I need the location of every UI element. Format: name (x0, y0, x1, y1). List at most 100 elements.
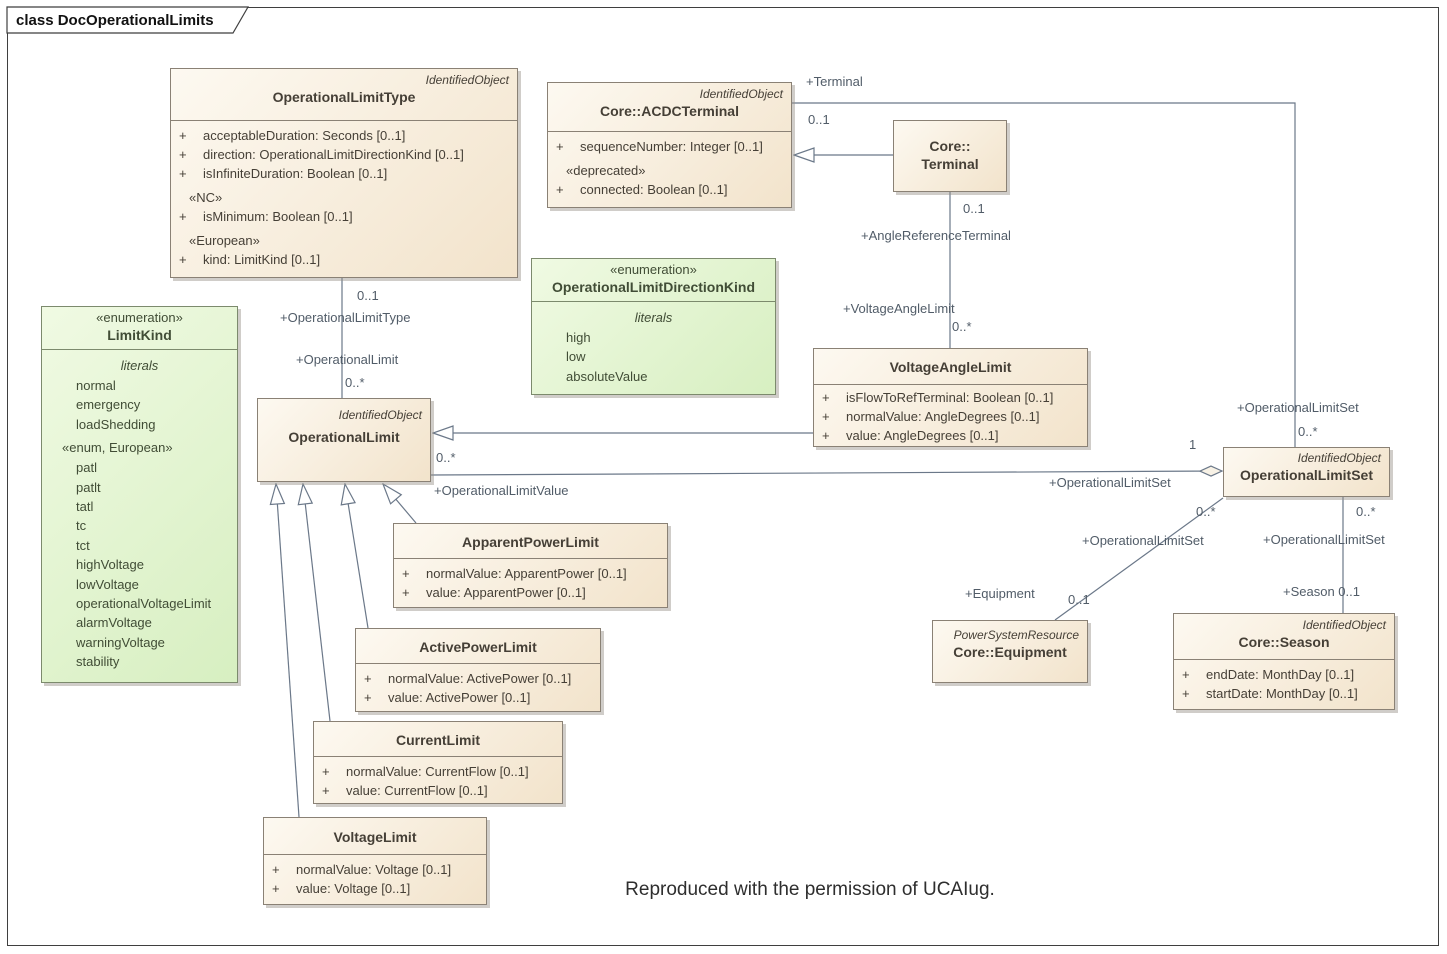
enum-literal: operationalVoltageLimit (76, 596, 212, 612)
enum-name: LimitKind (107, 327, 172, 343)
enum-literal: low (566, 349, 586, 365)
enum-stereotype: «enumeration» (96, 310, 183, 325)
class-apparentpowerlimit[interactable]: ApparentPowerLimit +normalValue: Apparen… (393, 523, 668, 608)
class-name: CurrentLimit (396, 732, 480, 748)
multiplicity-label: 0..* (952, 319, 972, 334)
multiplicity-label: 0..1 (963, 201, 985, 216)
class-acdcterminal[interactable]: IdentifiedObject Core::ACDCTerminal +seq… (547, 82, 792, 208)
enum-literal: high (566, 330, 591, 345)
class-name: OperationalLimitType (272, 89, 416, 105)
role-label-voltageanglelimit: +VoltageAngleLimit (843, 301, 955, 316)
role-label-operationallimitset: +OperationalLimitSet (1263, 532, 1385, 547)
enum-literal: normal (76, 378, 116, 393)
class-name: Core::Season (1238, 634, 1330, 650)
multiplicity-label: 0..* (1298, 424, 1318, 439)
enum-literal: stability (76, 654, 120, 670)
attribute-row: +isFlowToRefTerminal: Boolean [0..1] (822, 390, 1054, 405)
literal-compartment: literals normal emergency loadShedding «… (42, 349, 237, 672)
class-name: OperationalLimit (288, 429, 400, 445)
literals-label: literals (120, 358, 159, 373)
class-activepowerlimit[interactable]: ActivePowerLimit +normalValue: ActivePow… (355, 628, 601, 712)
class-name: Core::ACDCTerminal (600, 103, 739, 119)
class-equipment[interactable]: PowerSystemResource Core::Equipment (932, 620, 1088, 683)
multiplicity-label: 0..1 (1068, 592, 1090, 607)
attribute-row: +value: ActivePower [0..1] (364, 690, 531, 705)
role-label-anglereferenceterminal: +AngleReferenceTerminal (861, 228, 1011, 243)
enum-literal: emergency (76, 397, 141, 413)
attribute-row: +value: Voltage [0..1] (272, 881, 411, 896)
attribute-group: «European» (189, 233, 260, 248)
enum-limitkind[interactable]: «enumeration» LimitKind literals normal … (41, 306, 238, 683)
attribute-row: +sequenceNumber: Integer [0..1] (556, 139, 763, 154)
diagram-title: class DocOperationalLimits (16, 12, 214, 29)
role-label-operationallimitset: +OperationalLimitSet (1082, 533, 1204, 548)
attribute-row: +normalValue: CurrentFlow [0..1] (322, 764, 529, 779)
role-label-season: +Season 0..1 (1283, 584, 1360, 599)
class-operationallimitset[interactable]: IdentifiedObject OperationalLimitSet (1223, 447, 1390, 497)
class-currentlimit[interactable]: CurrentLimit +normalValue: CurrentFlow [… (313, 721, 563, 804)
enum-literal: loadShedding (76, 416, 156, 432)
enum-operationallimitdirectionkind[interactable]: «enumeration» OperationalLimitDirectionK… (531, 258, 776, 395)
attribute-compartment: +normalValue: CurrentFlow [0..1] +value:… (314, 756, 562, 800)
attribute-group: «deprecated» (566, 163, 646, 178)
attribute-row: +acceptableDuration: Seconds [0..1] (179, 128, 406, 143)
class-terminal[interactable]: Core:: Terminal (893, 120, 1007, 192)
enum-literal: absoluteValue (566, 368, 648, 384)
enum-literal: patl (76, 460, 97, 476)
class-name: VoltageAngleLimit (889, 359, 1012, 375)
attribute-compartment: +acceptableDuration: Seconds [0..1] +dir… (171, 120, 517, 269)
literals-label: literals (634, 310, 673, 325)
role-label-terminal: +Terminal (806, 74, 863, 89)
attribute-row: +value: ApparentPower [0..1] (402, 585, 586, 600)
enum-literal: tatl (76, 499, 94, 515)
attribute-compartment: +isFlowToRefTerminal: Boolean [0..1] +no… (814, 384, 1087, 445)
class-name: OperationalLimitSet (1239, 467, 1374, 483)
attribute-compartment: +endDate: MonthDay [0..1] +startDate: Mo… (1174, 659, 1394, 703)
multiplicity-label: 0..* (1196, 504, 1216, 519)
attribute-row: +isInfiniteDuration: Boolean [0..1] (179, 166, 388, 181)
attribute-row: +value: CurrentFlow [0..1] (322, 783, 488, 798)
attribute-row: +kind: LimitKind [0..1] (179, 252, 321, 267)
enum-literal: tct (76, 537, 90, 553)
class-stereotype: IdentifiedObject (699, 87, 783, 101)
class-name: Terminal (921, 156, 979, 172)
attribute-row: +normalValue: AngleDegrees [0..1] (822, 409, 1040, 424)
attribute-compartment: +normalValue: ApparentPower [0..1] +valu… (394, 558, 667, 602)
attribute-row: +value: AngleDegrees [0..1] (822, 428, 999, 443)
attribute-row: +startDate: MonthDay [0..1] (1182, 686, 1358, 701)
multiplicity-label: 1 (1189, 437, 1197, 452)
class-operationallimittype[interactable]: IdentifiedObject OperationalLimitType +a… (170, 68, 518, 278)
role-label-equipment: +Equipment (965, 586, 1035, 601)
class-name: ApparentPowerLimit (462, 534, 599, 550)
enum-group: «enum, European» (62, 440, 173, 456)
attribute-row: +direction: OperationalLimitDirectionKin… (179, 147, 464, 162)
enum-literal: highVoltage (76, 557, 144, 573)
attribute-compartment: +normalValue: Voltage [0..1] +value: Vol… (264, 854, 486, 898)
multiplicity-label: 0..* (345, 375, 365, 390)
class-season[interactable]: IdentifiedObject Core::Season +endDate: … (1173, 613, 1395, 710)
class-voltagelimit[interactable]: VoltageLimit +normalValue: Voltage [0..1… (263, 817, 487, 905)
attribute-group: «NC» (189, 190, 223, 205)
class-stereotype: IdentifiedObject (338, 408, 422, 422)
class-name: Core::Equipment (953, 644, 1067, 660)
attribute-row: +normalValue: ActivePower [0..1] (364, 671, 572, 686)
enum-literal: warningVoltage (76, 634, 165, 650)
enum-literal: patlt (76, 479, 101, 495)
class-name: VoltageLimit (333, 829, 417, 845)
role-label-operationallimit: +OperationalLimit (296, 352, 399, 367)
multiplicity-label: 0..* (1356, 504, 1376, 519)
multiplicity-label: 0..1 (808, 112, 830, 127)
attribute-compartment: +sequenceNumber: Integer [0..1] «depreca… (548, 131, 791, 199)
attribute-compartment: +normalValue: ActivePower [0..1] +value:… (356, 663, 600, 707)
role-label-operationallimitset: +OperationalLimitSet (1237, 400, 1359, 415)
class-operationallimit[interactable]: IdentifiedObject OperationalLimit (257, 398, 431, 482)
class-voltageanglelimit[interactable]: VoltageAngleLimit +isFlowToRefTerminal: … (813, 348, 1088, 447)
class-stereotype: IdentifiedObject (1302, 618, 1386, 632)
literal-compartment: literals high low absoluteValue (532, 301, 775, 386)
attribute-row: +normalValue: ApparentPower [0..1] (402, 566, 627, 581)
role-label-operationallimittype: +OperationalLimitType (280, 310, 411, 325)
attribute-row: +connected: Boolean [0..1] (556, 182, 728, 197)
multiplicity-label: 0..* (436, 450, 456, 465)
enum-name: OperationalLimitDirectionKind (551, 279, 755, 295)
